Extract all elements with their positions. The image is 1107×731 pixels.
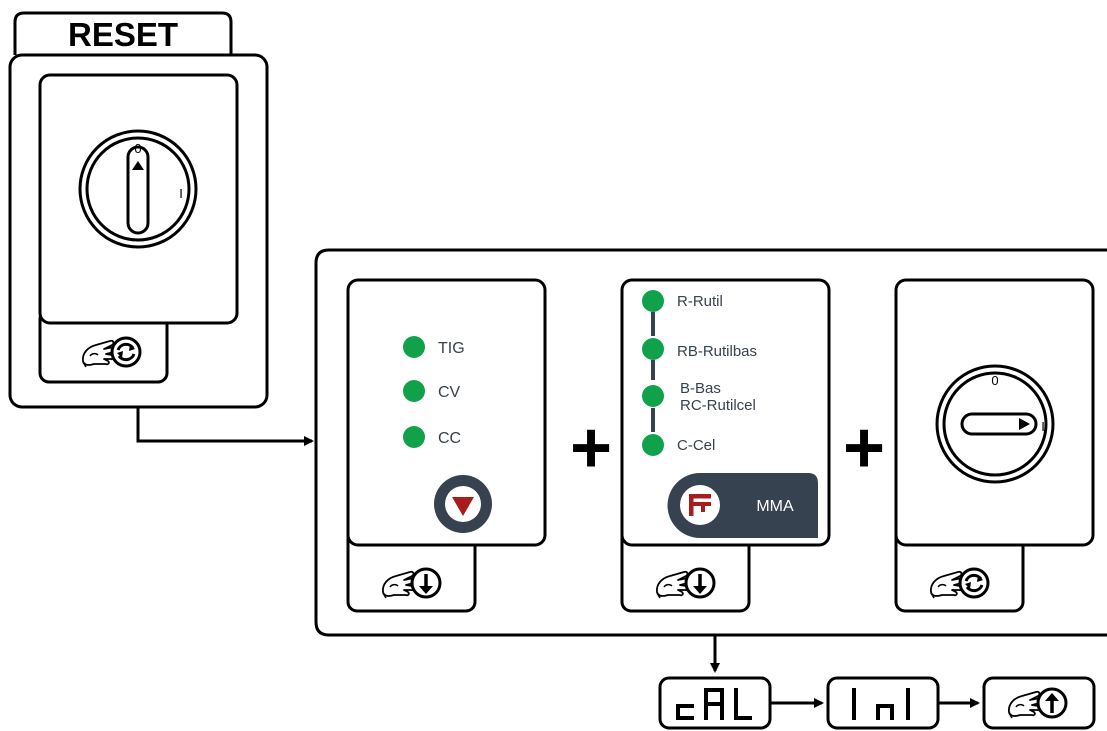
mode-item-label: CV [438, 384, 461, 401]
mode-item-cc[interactable]: CC [403, 426, 461, 448]
release-step [982, 676, 1096, 730]
electrode-item-label-2: RC-Rutilcel [680, 397, 756, 414]
led [642, 290, 664, 312]
connector-reset-to-main [136, 407, 314, 446]
electrode-item-r-rutil[interactable]: R-Rutil [642, 290, 723, 312]
mma-mode-button[interactable]: MMA [667, 473, 819, 538]
electrode-item-label: R-Rutil [677, 293, 723, 310]
electrode-item-label: B-Bas [680, 380, 721, 397]
reset-panel: RESET 0 I [8, 11, 269, 409]
led [403, 426, 425, 448]
plus-symbol: + [570, 408, 612, 488]
electrode-panel: R-Rutil RB-Rutilbas B-Bas RC-Rutilcel C-… [620, 278, 831, 613]
reset-tab [13, 11, 233, 55]
led [642, 385, 664, 407]
welding-mode-panel: TIG CV CC [346, 278, 547, 613]
electrode-item-c-cel[interactable]: C-Cel [642, 434, 715, 456]
power-switch-zero: 0 [991, 373, 998, 388]
mode-item-label: TIG [438, 340, 465, 357]
mode-inner-panel [346, 278, 547, 547]
display-cal: cAL [658, 676, 772, 730]
electrode-item-label: RB-Rutilbas [677, 343, 757, 360]
hand-release-up-icon [1007, 687, 1068, 719]
display-ini-segments [852, 688, 910, 720]
display-cal-segments [676, 688, 752, 720]
plus-symbol: + [843, 408, 885, 488]
reset-label: RESET [68, 16, 178, 53]
display-ini: I nI [826, 676, 940, 730]
led [403, 380, 425, 402]
mode-item-tig[interactable]: TIG [403, 336, 465, 358]
electrode-item-rb-rutilbas[interactable]: RB-Rutilbas [642, 338, 757, 360]
hand-rotate-icon [81, 336, 142, 368]
electrode-holder-icon [689, 494, 711, 516]
power-rotary-switch[interactable] [935, 364, 1055, 484]
reset-switch-one: I [179, 186, 183, 201]
power-switch-panel: 0 I [894, 278, 1095, 613]
electrode-item-label: C-Cel [677, 437, 715, 454]
hand-rotate-icon [929, 567, 990, 599]
electrode-item-b-bas-rc-rutilcel[interactable]: B-Bas RC-Rutilcel [642, 380, 756, 414]
main-panel-frame [314, 248, 1107, 637]
led [642, 338, 664, 360]
down-triangle-button-icon[interactable] [434, 475, 492, 533]
mode-item-cv[interactable]: CV [403, 380, 461, 402]
led [642, 434, 664, 456]
led [403, 336, 425, 358]
power-switch-one: I [1041, 419, 1045, 434]
reset-rotary-switch[interactable] [78, 129, 198, 249]
mma-label: MMA [756, 498, 794, 515]
hand-press-down-icon [381, 567, 442, 599]
hand-press-down-icon [655, 567, 716, 599]
mode-item-label: CC [438, 430, 461, 447]
reset-switch-zero: 0 [134, 141, 141, 156]
